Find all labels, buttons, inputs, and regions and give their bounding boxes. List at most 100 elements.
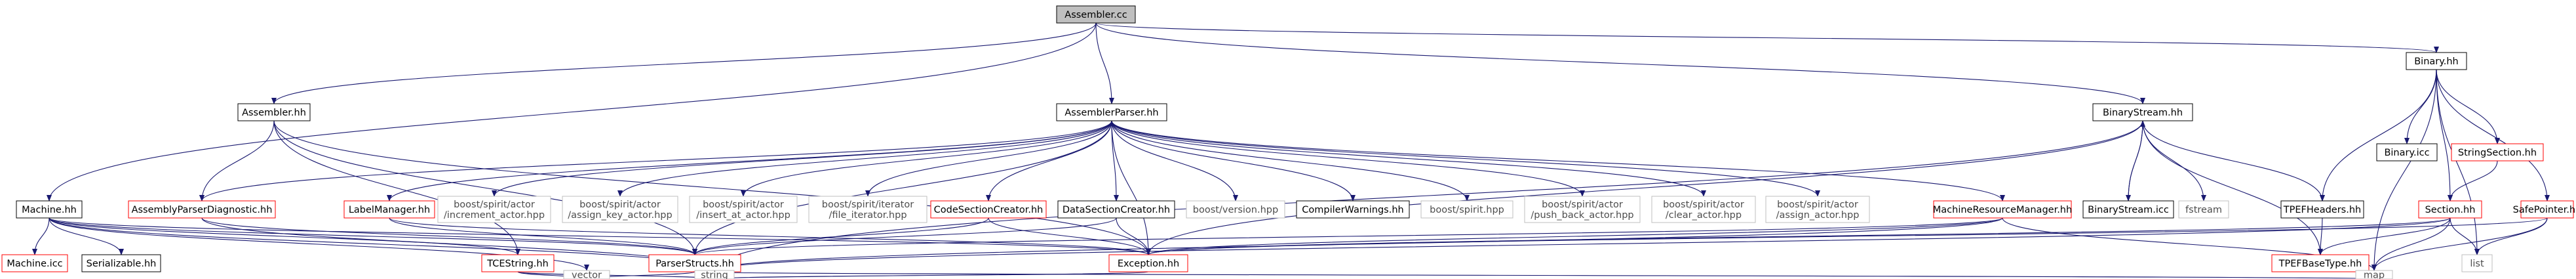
node-label: map bbox=[2364, 270, 2385, 279]
node-label: SafePointer.hh bbox=[2513, 205, 2576, 215]
node-box bbox=[16, 200, 83, 219]
node-label: boost/spirit/actor bbox=[1777, 200, 1858, 210]
edge-machine_hh-to-tcestring_hh bbox=[49, 217, 520, 255]
node-boost_version[interactable]: boost/version.hpp bbox=[1186, 200, 1285, 219]
edge-binarystream_hh-to-exception_hh bbox=[1146, 120, 2143, 255]
node-increment_actor[interactable]: boost/spirit/actor/increment_actor.hpp bbox=[437, 196, 551, 223]
node-box bbox=[2178, 200, 2229, 219]
node-assemblerparser_hh[interactable]: AssemblerParser.hh bbox=[1056, 103, 1167, 121]
node-box bbox=[2092, 103, 2193, 121]
node-machine_icc[interactable]: Machine.icc bbox=[1, 254, 68, 272]
node-box bbox=[2461, 254, 2493, 272]
edge-assembler_cc-to-binarystream_hh bbox=[1095, 22, 2145, 104]
node-box bbox=[1186, 200, 1285, 219]
node-box bbox=[1056, 5, 1136, 24]
node-file_iterator[interactable]: boost/spirit/iterator/file_iterator.hpp bbox=[808, 196, 927, 223]
node-stringsection_hh[interactable]: StringSection.hh bbox=[2451, 143, 2544, 161]
node-serializable_hh[interactable]: Serializable.hh bbox=[81, 254, 161, 272]
node-label: boost/spirit.hpp bbox=[1430, 205, 1504, 215]
node-label: StringSection.hh bbox=[2458, 148, 2537, 158]
node-box bbox=[2355, 270, 2393, 279]
edge-labelmanager_hh-to-parserstructs_hh bbox=[389, 217, 697, 255]
node-label: /assign_actor.hpp bbox=[1776, 210, 1860, 221]
node-assign_key_actor[interactable]: boost/spirit/actor/assign_key_actor.hpp bbox=[562, 196, 678, 223]
node-binary_hh[interactable]: Binary.hh bbox=[2406, 52, 2467, 70]
edge-assembler_cc-to-machine_hh bbox=[47, 22, 1097, 202]
edge-assemblyparserdiagnostic_hh-to-string bbox=[201, 217, 717, 271]
node-exception_hh[interactable]: Exception.hh bbox=[1108, 254, 1188, 272]
node-push_back_actor[interactable]: boost/spirit/actor/push_back_actor.hpp bbox=[1524, 196, 1641, 223]
node-label: AssemblyParserDiagnostic.hh bbox=[132, 205, 273, 215]
node-binarystream_hh[interactable]: BinaryStream.hh bbox=[2092, 103, 2193, 121]
edge-safepointer_hh-to-exception_hh bbox=[1146, 217, 2548, 255]
node-label: list bbox=[2470, 259, 2484, 269]
node-label: AssemblerParser.hh bbox=[1064, 108, 1158, 118]
edge-codesectioncreator_hh-to-parserstructs_hh bbox=[692, 217, 989, 255]
edge-assemblerparser_hh-to-assign_key_actor bbox=[617, 120, 1112, 197]
node-label: Machine.icc bbox=[7, 259, 62, 269]
edge-binary_hh-to-tpefheaders_hh bbox=[2320, 69, 2437, 202]
node-label: /assign_key_actor.hpp bbox=[568, 210, 672, 221]
edge-assemblerparser_hh-to-assemblyparserdiagnostic_hh bbox=[199, 120, 1112, 202]
node-binary_icc[interactable]: Binary.icc bbox=[2376, 143, 2438, 161]
edge-assemblerparser_hh-to-machineresourcemanager_hh bbox=[1111, 120, 2005, 202]
node-machineresourcemanager_hh[interactable]: MachineResourceManager.hh bbox=[1933, 200, 2072, 219]
node-box bbox=[481, 254, 555, 272]
node-labelmanager_hh[interactable]: LabelManager.hh bbox=[343, 200, 435, 219]
node-insert_at_actor[interactable]: boost/spirit/actor/insert_at_actor.hpp bbox=[689, 196, 798, 223]
node-label: /clear_actor.hpp bbox=[1666, 210, 1742, 221]
node-string[interactable]: string bbox=[694, 270, 735, 279]
node-safepointer_hh[interactable]: SafePointer.hh bbox=[2513, 200, 2576, 219]
node-binarystream_icc[interactable]: BinaryStream.icc bbox=[2082, 200, 2174, 219]
node-assign_actor[interactable]: boost/spirit/actor/assign_actor.hpp bbox=[1765, 196, 1870, 223]
node-parserstructs_hh[interactable]: ParserStructs.hh bbox=[648, 254, 741, 272]
edge-assembler_hh-to-parserstructs_hh bbox=[273, 120, 697, 255]
edge-binarystream_hh-to-tpefbasetype_hh bbox=[2142, 120, 2323, 255]
node-fstream[interactable]: fstream bbox=[2178, 200, 2229, 219]
node-section_hh[interactable]: Section.hh bbox=[2418, 200, 2482, 219]
node-label: Assembler.cc bbox=[1064, 10, 1127, 20]
node-list[interactable]: list bbox=[2461, 254, 2493, 272]
edge-assemblerparser_hh-to-clear_actor bbox=[1111, 120, 1706, 197]
node-assemblyparserdiagnostic_hh[interactable]: AssemblyParserDiagnostic.hh bbox=[128, 200, 276, 219]
node-label: BinaryStream.icc bbox=[2088, 205, 2169, 215]
edge-assemblerparser_hh-to-file_iterator bbox=[865, 120, 1112, 197]
node-tpefbasetype_hh[interactable]: TPEFBaseType.hh bbox=[2271, 254, 2370, 272]
node-label: boost/spirit/actor bbox=[1663, 200, 1744, 210]
node-label: string bbox=[701, 270, 728, 279]
node-tcestring_hh[interactable]: TCEString.hh bbox=[481, 254, 555, 272]
node-codesectioncreator_hh[interactable]: CodeSectionCreator.hh bbox=[930, 200, 1047, 219]
edge-machineresourcemanager_hh-to-parserstructs_hh bbox=[692, 217, 2003, 255]
node-label: /insert_at_actor.hpp bbox=[696, 210, 790, 221]
node-label: Serializable.hh bbox=[87, 259, 157, 269]
node-map[interactable]: map bbox=[2355, 270, 2393, 279]
edge-assemblerparser_hh-to-parserstructs_hh bbox=[692, 120, 1112, 255]
node-box bbox=[648, 254, 741, 272]
node-box bbox=[1933, 200, 2072, 219]
node-clear_actor[interactable]: boost/spirit/actor/clear_actor.hpp bbox=[1651, 196, 1756, 223]
node-label: /increment_actor.hpp bbox=[444, 210, 545, 221]
node-assembler_hh[interactable]: Assembler.hh bbox=[237, 103, 311, 121]
node-assembler_cc[interactable]: Assembler.cc bbox=[1056, 5, 1136, 24]
edge-machine_hh-to-vector bbox=[49, 217, 589, 271]
node-box bbox=[2406, 52, 2467, 70]
node-compilerwarnings_hh[interactable]: CompilerWarnings.hh bbox=[1296, 200, 1410, 219]
node-datasectioncreator_hh[interactable]: DataSectionCreator.hh bbox=[1057, 200, 1175, 219]
edge-stringsection_hh-to-section_hh bbox=[2448, 160, 2498, 202]
edge-assemblerparser_hh-to-insert_at_actor bbox=[741, 120, 1112, 197]
node-box bbox=[1296, 200, 1410, 219]
node-label: Machine.hh bbox=[22, 205, 77, 215]
edge-assemblerparser_hh-to-codesectioncreator_hh bbox=[986, 120, 1112, 202]
edge-binary_hh-to-section_hh bbox=[2436, 69, 2453, 202]
edge-assemblerparser_hh-to-push_back_actor bbox=[1111, 120, 1585, 197]
edge-assemblerparser_hh-to-exception_hh bbox=[1111, 120, 1151, 255]
node-machine_hh[interactable]: Machine.hh bbox=[16, 200, 83, 219]
node-boost_spirit[interactable]: boost/spirit.hpp bbox=[1420, 200, 1513, 219]
node-box bbox=[2376, 143, 2438, 161]
node-label: boost/spirit/actor bbox=[579, 200, 661, 210]
node-tpefheaders_hh[interactable]: TPEFHeaders.hh bbox=[2280, 200, 2364, 219]
node-vector[interactable]: vector bbox=[563, 270, 610, 279]
node-label: /push_back_actor.hpp bbox=[1531, 210, 1633, 221]
node-label: Binary.icc bbox=[2384, 148, 2429, 158]
